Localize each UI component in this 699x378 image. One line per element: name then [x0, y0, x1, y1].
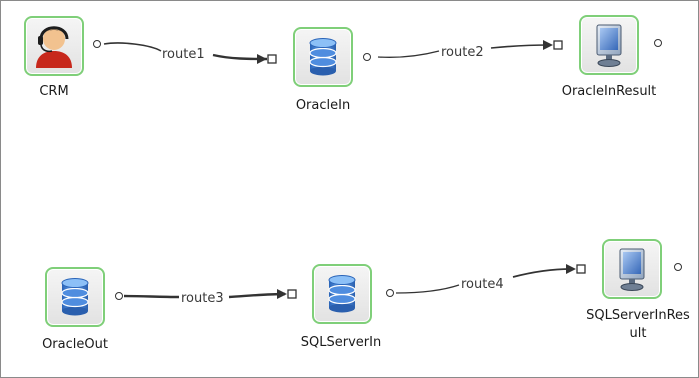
- node-label-oracle-out: OracleOut: [42, 337, 108, 352]
- node-label-sqlserver-in: SQLServerIn: [300, 335, 382, 350]
- database-icon: [314, 266, 370, 322]
- oracle-out-output-port[interactable]: [115, 292, 123, 300]
- node-sqlserver-in[interactable]: [312, 264, 372, 324]
- sqlserver-in-result-output-port[interactable]: [674, 263, 682, 271]
- edge-label-route2: route2: [441, 45, 484, 60]
- node-label-crm: CRM: [39, 84, 69, 99]
- node-sqlserver-in-result[interactable]: [602, 239, 662, 299]
- database-icon: [295, 29, 351, 85]
- oracle-in-output-port[interactable]: [363, 53, 371, 61]
- node-oracle-in[interactable]: [293, 27, 353, 87]
- crm-output-port[interactable]: [93, 40, 101, 48]
- database-icon: [47, 269, 103, 325]
- edge-label-route1: route1: [162, 47, 205, 62]
- monitor-icon: [581, 17, 637, 73]
- node-crm[interactable]: [24, 16, 84, 76]
- edge-label-route4: route4: [461, 277, 504, 292]
- edge-route1[interactable]: route1: [103, 42, 277, 64]
- node-oracle-out[interactable]: [45, 267, 105, 327]
- user-headset-icon: [26, 18, 82, 74]
- oracle-in-result-output-port[interactable]: [654, 39, 662, 47]
- node-label-oracle-in: OracleIn: [295, 98, 351, 113]
- edge-route4[interactable]: route4: [395, 264, 586, 294]
- node-oracle-in-result[interactable]: [579, 15, 639, 75]
- edge-label-route3: route3: [181, 291, 224, 306]
- edge-route2[interactable]: route2: [377, 40, 563, 60]
- node-label-oracle-in-result: OracleInResult: [561, 84, 657, 99]
- monitor-icon: [604, 241, 660, 297]
- sqlserver-in-output-port[interactable]: [386, 289, 394, 297]
- node-label-sqlserver-in-result: SQLServerInResult: [586, 308, 690, 341]
- edge-route3[interactable]: route3: [123, 289, 297, 306]
